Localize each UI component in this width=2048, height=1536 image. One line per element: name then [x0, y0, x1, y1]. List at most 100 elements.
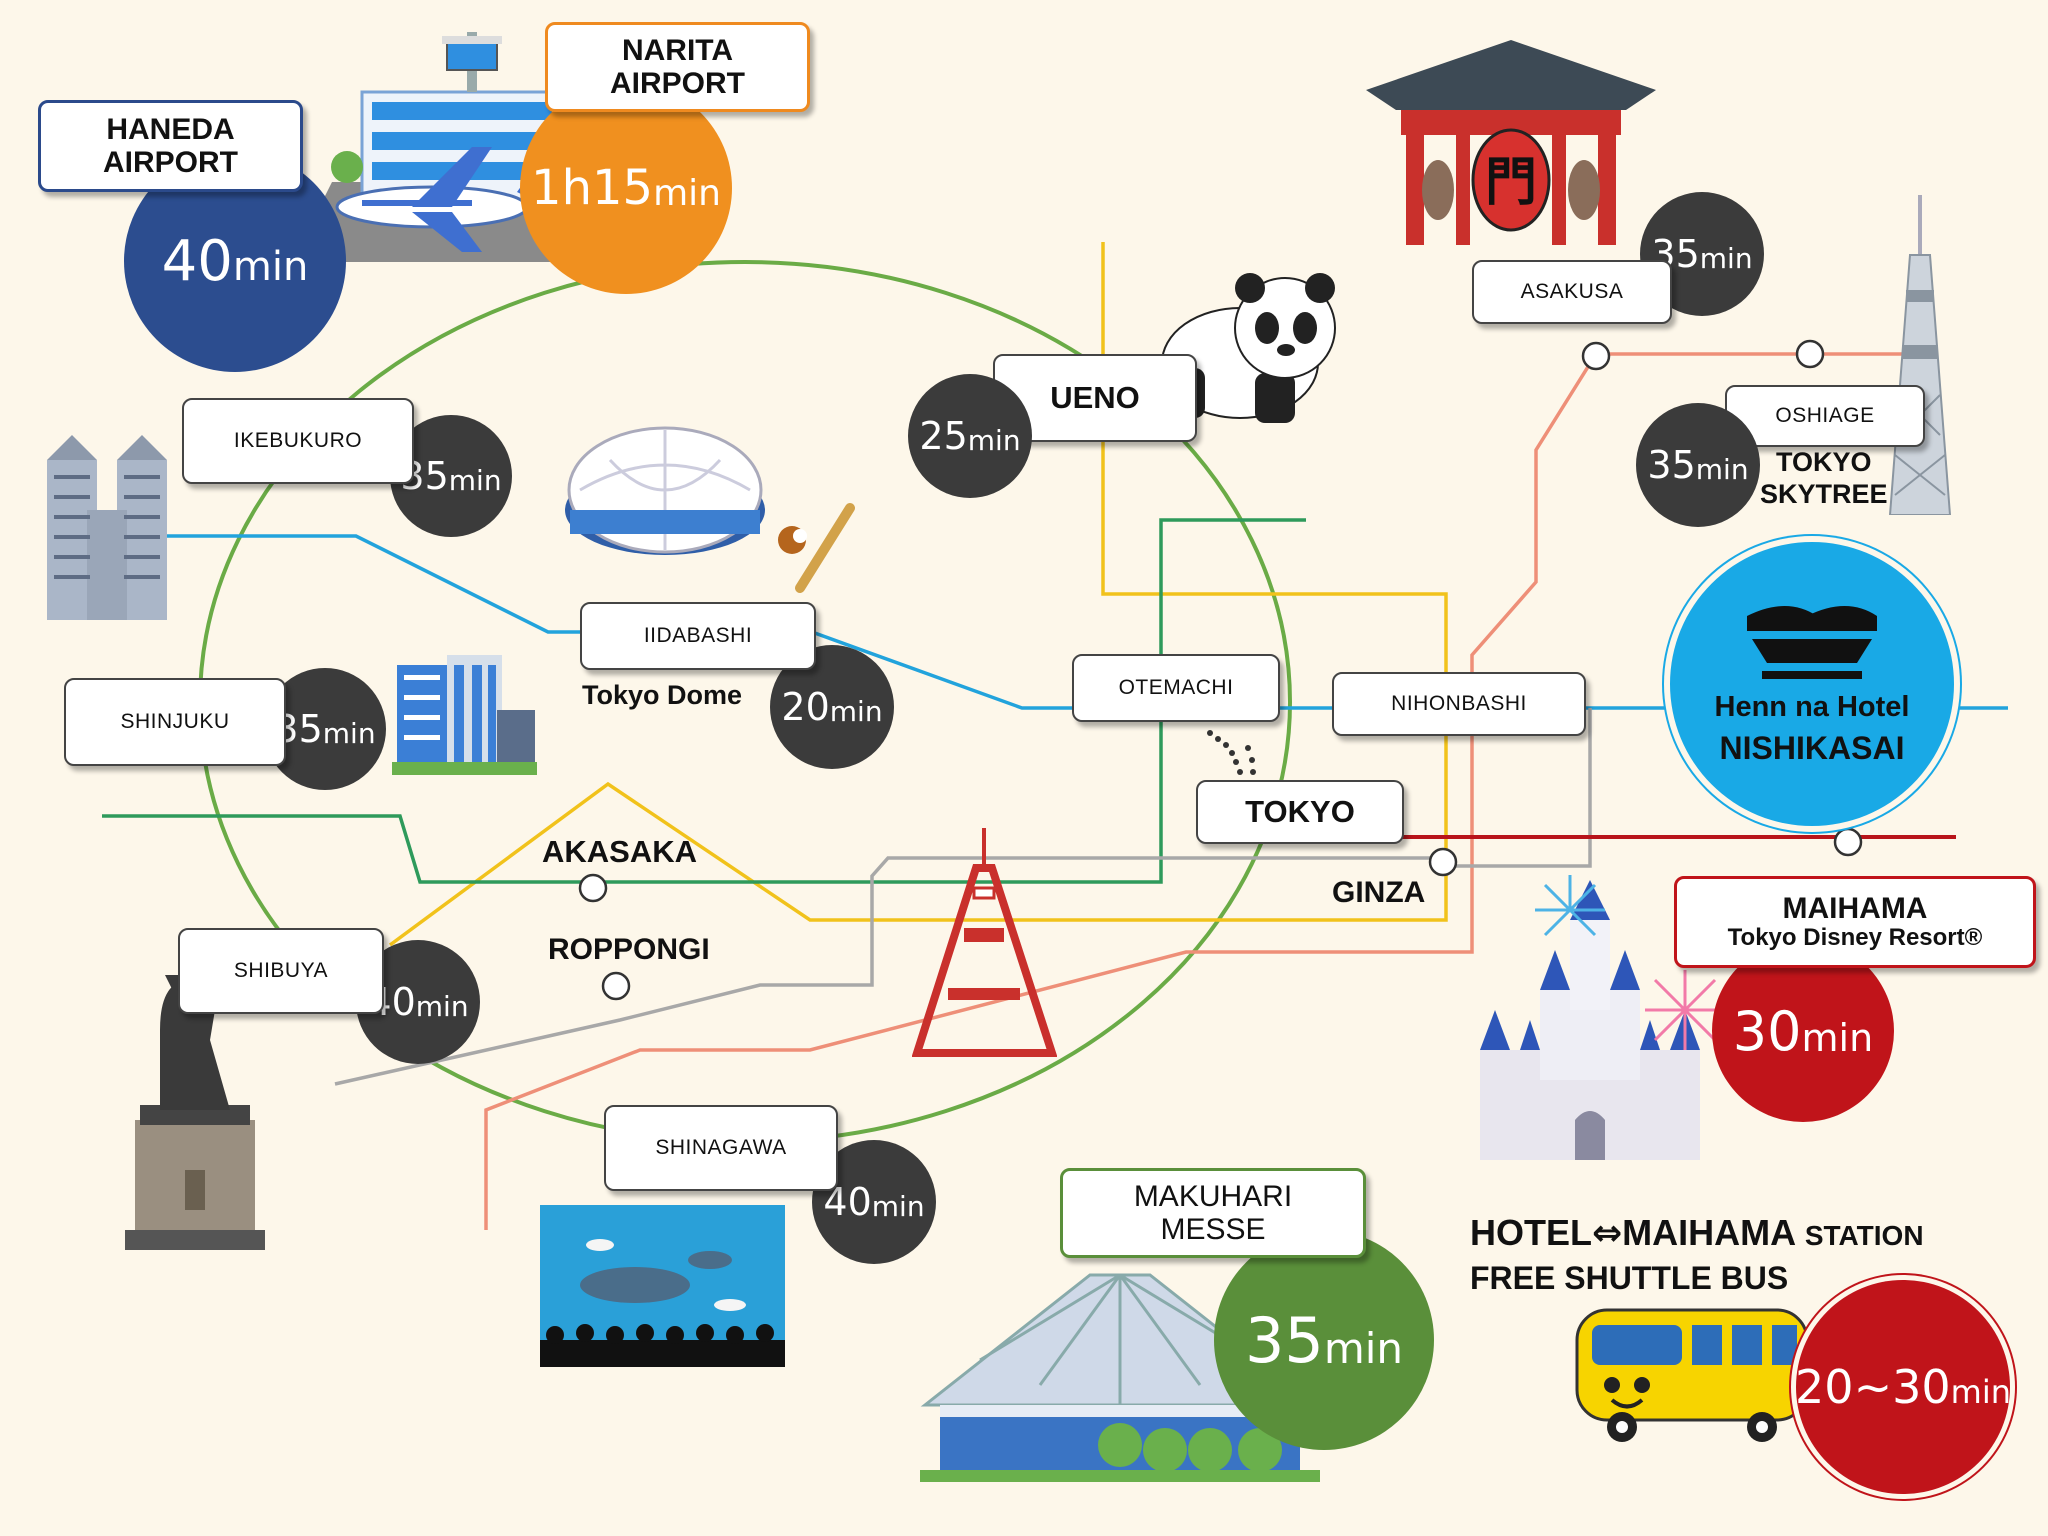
makuhari-messe-label[interactable]: MAKUHARI MESSE [1060, 1168, 1366, 1258]
station-node-maihama [1833, 827, 1863, 857]
haneda-label-line1: HANEDA [106, 113, 235, 146]
akasaka-station-label: AKASAKA [542, 834, 697, 869]
hotel-name-line1: Henn na Hotel [1714, 691, 1910, 723]
maihama-station-label[interactable]: MAIHAMA Tokyo Disney Resort® [1674, 876, 2036, 968]
disney-castle-icon [1480, 880, 1700, 1160]
shuttle-hotel-text: HOTEL [1470, 1212, 1592, 1253]
office-building-icon [392, 655, 537, 775]
shuttle-time-unit: min [1950, 1373, 2011, 1411]
government-building-icon [47, 435, 167, 620]
oshiage-name: OSHIAGE [1775, 404, 1875, 428]
baseball-bat-icon [778, 503, 855, 593]
ikebukuro-name: IKEBUKURO [233, 429, 363, 453]
tokyo-dome-label: Tokyo Dome [582, 680, 743, 710]
ginza-station-label: GINZA [1332, 876, 1426, 909]
oshiage-time-unit: min [1695, 452, 1749, 486]
fireworks-icon [1535, 875, 1605, 937]
narita-label-line2: AIRPORT [610, 67, 745, 100]
hotel-logo-icon [1747, 606, 1877, 679]
hotel-name-line2: NISHIKASAI [1719, 730, 1905, 766]
shuttle-free-bus-text: FREE SHUTTLE BUS [1470, 1259, 1789, 1296]
ueno-time-unit: min [967, 423, 1021, 457]
shinjuku-station-label[interactable]: SHINJUKU [64, 678, 286, 766]
skytree-line1: TOKYO [1776, 447, 1872, 477]
shuttle-station-text: STATION [1804, 1220, 1924, 1251]
oshiage-time: 35 [1647, 443, 1696, 487]
narita-time-unit: min [653, 172, 721, 214]
asakusa-name: ASAKUSA [1520, 280, 1624, 304]
otemachi-name: OTEMACHI [1118, 676, 1234, 700]
haneda-time-unit: min [232, 244, 309, 290]
makuhari-line1: MAKUHARI [1133, 1180, 1293, 1213]
tokyo-dome-icon [565, 426, 765, 555]
station-node-roppongi [601, 971, 631, 1001]
haneda-time: 40 [161, 228, 233, 294]
shibuya-station-label[interactable]: SHIBUYA [178, 928, 384, 1014]
shuttle-bus-icon [1575, 1308, 1809, 1442]
panda-icon [1161, 273, 1336, 423]
haneda-airport-label[interactable]: HANEDA AIRPORT [38, 100, 303, 192]
ueno-name: UENO [1050, 379, 1140, 415]
hotel-marker[interactable]: Henn na Hotel NISHIKASAI [1670, 542, 1954, 826]
tokyo-tower-icon [912, 828, 1057, 1057]
ikebukuro-time-unit: min [448, 463, 502, 497]
nihonbashi-station-label[interactable]: NIHONBASHI [1332, 672, 1586, 736]
makuhari-time: 35 [1244, 1303, 1324, 1377]
oshiage-station-label[interactable]: OSHIAGE [1725, 385, 1925, 447]
ueno-time: 25 [919, 414, 968, 458]
shinagawa-name: SHINAGAWA [655, 1136, 787, 1160]
kaminarimon-gate-icon: 門 [1366, 40, 1656, 245]
shinjuku-name: SHINJUKU [120, 710, 230, 734]
narita-time: 1h15 [531, 160, 654, 216]
shinjuku-time-unit: min [322, 716, 376, 750]
svg-text:門: 門 [1485, 153, 1537, 213]
ginza-line [388, 242, 1448, 947]
hachiko-statue-icon [125, 975, 265, 1250]
makuhari-line2: MESSE [1160, 1213, 1266, 1246]
ikebukuro-station-label[interactable]: IKEBUKURO [182, 398, 414, 484]
ueno-station-label[interactable]: UENO [993, 354, 1197, 442]
asakusa-line [484, 352, 1918, 1230]
transfer-walkway [1207, 730, 1256, 775]
skytree-icon [1888, 195, 1952, 515]
station-node-oshiage [1795, 339, 1825, 369]
shuttle-heading: HOTEL⇔MAIHAMA STATION FREE SHUTTLE BUS [1470, 1210, 1924, 1299]
shinagawa-station-label[interactable]: SHINAGAWA [604, 1105, 838, 1191]
shibuya-time-unit: min [415, 989, 469, 1023]
shinagawa-time-unit: min [871, 1189, 925, 1223]
iidabashi-name: IIDABASHI [643, 624, 753, 648]
tokyo-name: TOKYO [1245, 793, 1355, 829]
shuttle-arrow: ⇔ [1592, 1213, 1623, 1254]
hibiya-line [334, 708, 1592, 1086]
shuttle-maihama-text: MAIHAMA [1622, 1212, 1795, 1253]
disney-resort-label: Tokyo Disney Resort® [1727, 924, 1983, 952]
iidabashi-station-label[interactable]: IIDABASHI [580, 602, 816, 670]
haneda-label-line2: AIRPORT [103, 146, 238, 179]
iidabashi-time-unit: min [829, 694, 883, 728]
makuhari-messe-building-icon [920, 1273, 1320, 1482]
chiyoda-line [102, 518, 1306, 884]
narita-airport-label[interactable]: NARITA AIRPORT [545, 22, 810, 112]
maihama-name: MAIHAMA [1782, 892, 1928, 926]
station-node-ginza [1428, 847, 1458, 877]
tokyo-station-label[interactable]: TOKYO [1196, 780, 1404, 844]
aquarium-icon [540, 1205, 785, 1367]
station-node-akasaka [578, 873, 608, 903]
iidabashi-time: 20 [781, 685, 830, 729]
skytree-line2: SKYTREE [1760, 479, 1888, 510]
roppongi-station-label: ROPPONGI [548, 933, 710, 966]
station-node-asakusa [1581, 341, 1611, 371]
maihama-time: 30 [1732, 999, 1802, 1063]
otemachi-station-label[interactable]: OTEMACHI [1072, 654, 1280, 722]
tokyo-skytree-label: TOKYO SKYTREE [1760, 446, 1888, 511]
nihonbashi-name: NIHONBASHI [1391, 692, 1527, 716]
asakusa-time-unit: min [1699, 241, 1753, 275]
asakusa-station-label[interactable]: ASAKUSA [1472, 260, 1672, 324]
